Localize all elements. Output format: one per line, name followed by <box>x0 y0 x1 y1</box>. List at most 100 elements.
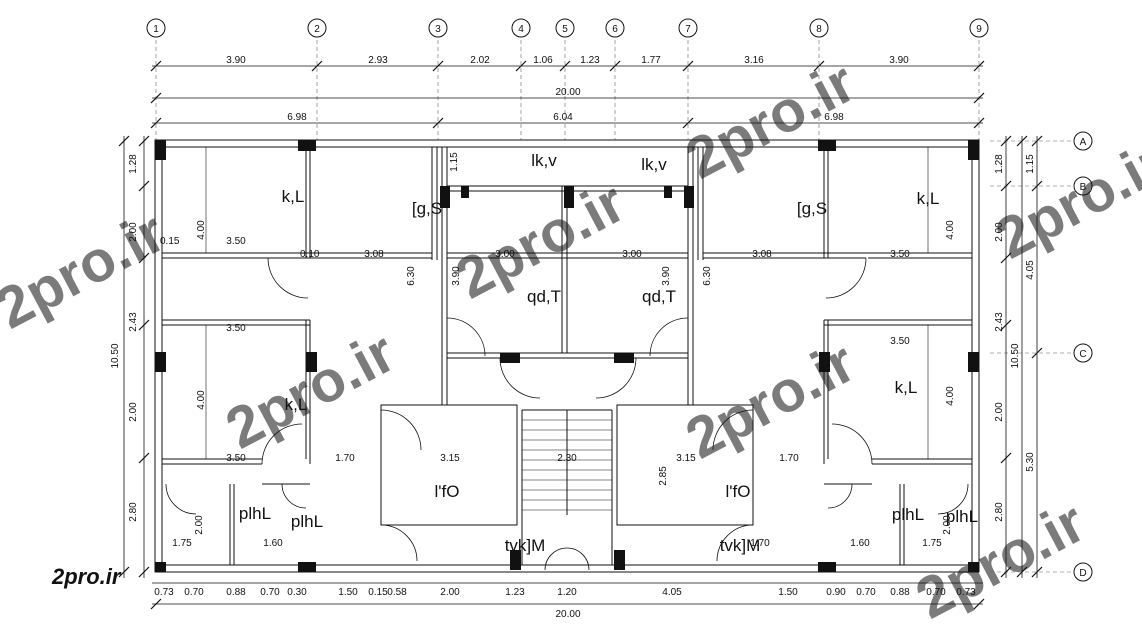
dim-label: 0.73 <box>154 587 174 598</box>
grid-label: B <box>1080 182 1087 193</box>
room-label-wc: plhL <box>946 507 978 526</box>
dim-label: 1.70 <box>779 453 799 464</box>
dim-label: 4.00 <box>945 386 956 406</box>
dim-label: 1.50 <box>338 587 358 598</box>
dim-label: 1.77 <box>641 55 661 66</box>
grid-axis-4: 4 <box>511 18 531 140</box>
grid-label: 3 <box>435 24 441 35</box>
room-label-kitchen: [g,S <box>797 199 827 218</box>
grid-label: 2 <box>314 24 320 35</box>
dim-label: 2.85 <box>658 466 669 486</box>
dim-label: 2.43 <box>128 312 139 332</box>
grid-label: 1 <box>153 24 159 35</box>
dim-label: 0.88 <box>890 587 910 598</box>
dim-label: 3.50 <box>226 453 246 464</box>
grid-axis-1: 1 <box>146 18 166 140</box>
dim-label: 3.90 <box>451 266 462 286</box>
grid-axis-5: 5 <box>555 18 575 140</box>
dim-label: 6.98 <box>824 112 844 123</box>
dim-label: 3.08 <box>364 249 384 260</box>
dim-label: 3.16 <box>744 55 764 66</box>
dim-label: 3.50 <box>890 336 910 347</box>
grid-label: 6 <box>612 24 618 35</box>
interior-dimension-labels: 0.15 3.50 4.00 0.10 3.08 6.30 1.15 3.90 … <box>160 152 956 549</box>
grid-label: 9 <box>976 24 982 35</box>
top-dimensions <box>150 60 985 129</box>
dim-label: 0.73 <box>956 587 976 598</box>
dim-label: 1.23 <box>505 587 525 598</box>
room-label-hall: lk,v <box>531 151 557 170</box>
grid-axis-6: 6 <box>605 18 625 140</box>
dim-label: 4.05 <box>1025 260 1036 280</box>
watermark-text: 2pro.ir <box>676 329 866 471</box>
dim-label: 0.15 <box>160 236 180 247</box>
dim-label: 1.28 <box>994 154 1005 174</box>
room-label-kitchen: [g,S <box>412 199 442 218</box>
dim-label: 1.70 <box>750 538 770 549</box>
top-dimension-labels: 3.90 2.93 2.02 1.06 1.23 1.77 3.16 3.90 … <box>226 55 909 123</box>
room-label-bedroom: k,L <box>895 378 918 397</box>
right-dimensions <box>1000 135 1043 578</box>
dim-label: 3.15 <box>676 453 696 464</box>
watermark-text: 2pro.ir <box>216 319 406 461</box>
dim-label: 1.50 <box>778 587 798 598</box>
dim-label: 6.30 <box>406 266 417 286</box>
dim-label: 2.80 <box>994 502 1005 522</box>
dim-label: 6.98 <box>287 112 307 123</box>
left-dimensions <box>118 135 150 578</box>
dim-label: 3.90 <box>661 266 672 286</box>
dim-label: 0.10 <box>300 249 320 260</box>
dim-label: 2.00 <box>440 587 460 598</box>
dim-label: 0.70 <box>926 587 946 598</box>
dim-label: 0.58 <box>387 587 407 598</box>
room-label-entrance: tvk]M <box>505 536 546 555</box>
columns <box>155 140 979 572</box>
dim-label: 1.75 <box>922 538 942 549</box>
dim-label: 3.08 <box>752 249 772 260</box>
dim-label: 2.00 <box>194 515 205 535</box>
room-label-wc: plhL <box>239 504 271 523</box>
room-label-hall: lk,v <box>641 155 667 174</box>
dim-label: 1.75 <box>172 538 192 549</box>
grid-label: 8 <box>816 24 822 35</box>
dim-label: 4.00 <box>196 220 207 240</box>
dim-label: 1.20 <box>557 587 577 598</box>
dim-label: 2.00 <box>994 402 1005 422</box>
dim-total: 10.50 <box>1010 343 1021 368</box>
dim-total: 10.50 <box>110 343 121 368</box>
dim-label: 2.00 <box>994 222 1005 242</box>
room-label-dining: l'fO <box>726 482 751 501</box>
room-label-living: qd,T <box>642 287 676 306</box>
dim-label: 3.50 <box>226 323 246 334</box>
grid-label: A <box>1080 137 1087 148</box>
dim-label: 0.30 <box>287 587 307 598</box>
dim-label: 3.50 <box>890 249 910 260</box>
dim-label: 6.30 <box>702 266 713 286</box>
dim-label: 3.15 <box>440 453 460 464</box>
dim-label: 1.15 <box>449 152 460 172</box>
dim-label: 3.90 <box>889 55 909 66</box>
dim-label: 2.43 <box>994 312 1005 332</box>
top-grid-axes: 1 2 3 4 5 6 7 8 9 <box>146 18 989 140</box>
room-label-entrance: tvk]M <box>720 536 761 555</box>
grid-axis-2: 2 <box>307 18 327 140</box>
room-label-wc: plhL <box>291 512 323 531</box>
dim-label: 0.88 <box>226 587 246 598</box>
right-grid-axes: A B C D <box>990 131 1093 582</box>
dim-label: 2.80 <box>128 502 139 522</box>
dim-label: 2.93 <box>368 55 388 66</box>
dim-label: 0.90 <box>826 587 846 598</box>
dim-label: 1.23 <box>580 55 600 66</box>
room-label-living: qd,T <box>527 287 561 306</box>
right-dimension-labels: 1.28 2.00 2.43 2.00 2.80 10.50 1.15 4.05… <box>994 154 1036 522</box>
dim-label: 0.70 <box>260 587 280 598</box>
grid-label: C <box>1079 349 1086 360</box>
dim-label: 0.70 <box>856 587 876 598</box>
bottom-dimension-labels: 0.73 0.70 0.88 0.70 0.30 1.50 0.15 0.58 … <box>154 587 976 620</box>
dim-label: 1.70 <box>335 453 355 464</box>
room-label-bedroom: k,L <box>282 187 305 206</box>
room-label-bedroom: k,L <box>285 395 308 414</box>
dim-label: 4.00 <box>945 220 956 240</box>
grid-axis-8: 8 <box>809 18 829 140</box>
